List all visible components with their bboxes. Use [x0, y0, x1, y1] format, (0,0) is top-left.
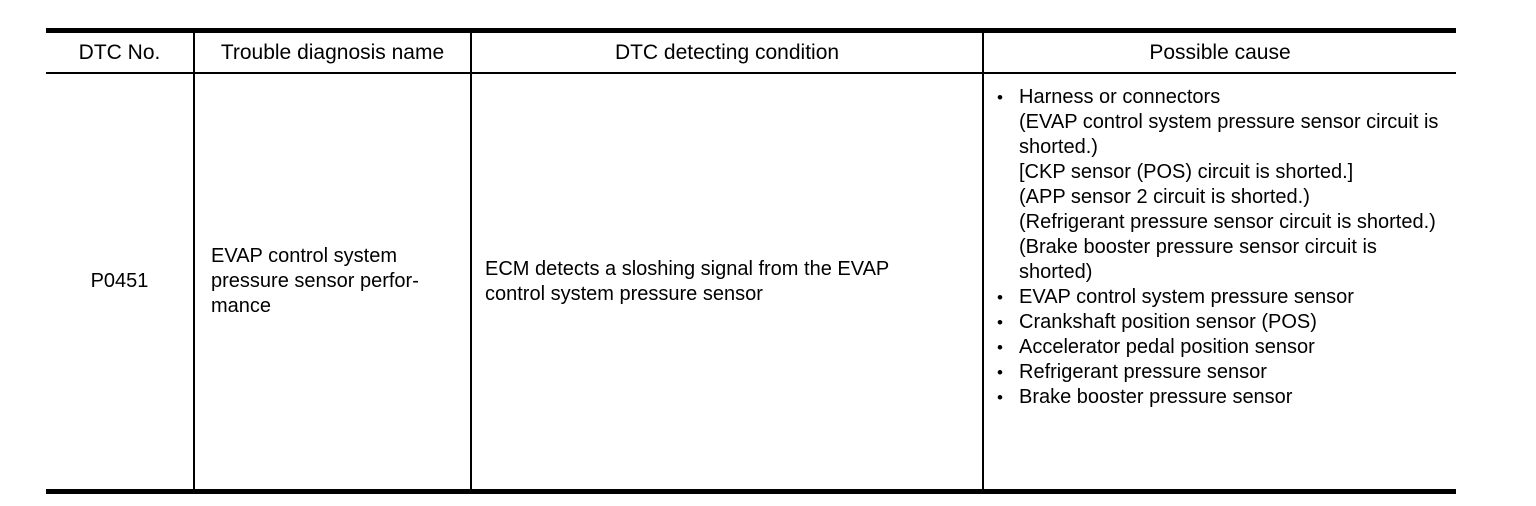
possible-cause-detail: (Refrigerant pressure sensor circuit is …	[1019, 211, 1436, 233]
possible-cause-item: • Brake booster pressure sensor	[994, 385, 1448, 410]
cell-trouble-diagnosis-name: EVAP control system pressure sensor perf…	[193, 74, 470, 489]
possible-cause-text: Accelerator pedal position sensor	[1019, 335, 1448, 360]
possible-cause-detail: (Brake booster pressure sensor circuit i…	[1019, 236, 1377, 283]
dtc-table-header-row: DTC No. Trouble diagnosis name DTC detec…	[46, 33, 1456, 74]
cell-dtc-no: P0451	[90, 270, 149, 292]
header-trouble-diagnosis-name: Trouble diagnosis name	[193, 33, 470, 72]
possible-cause-text: EVAP control system pressure sensor	[1019, 285, 1448, 310]
possible-cause-detail: [CKP sensor (POS) circuit is shorted.]	[1019, 161, 1354, 183]
possible-cause-label: Harness or connectors	[1019, 86, 1221, 108]
dtc-table: DTC No. Trouble diagnosis name DTC detec…	[46, 28, 1456, 494]
header-dtc-detecting-condition: DTC detecting condition	[470, 33, 982, 72]
bullet-icon: •	[997, 288, 1003, 307]
header-dtc-no: DTC No.	[78, 41, 161, 64]
possible-cause-label: EVAP control system pressure sensor	[1019, 286, 1354, 308]
possible-cause-item: • Accelerator pedal position sensor	[994, 335, 1448, 360]
bullet-icon: •	[997, 313, 1003, 332]
possible-cause-list: • Harness or connectors (EVAP control syst…	[994, 85, 1448, 410]
possible-cause-detail: (APP sensor 2 circuit is shorted.)	[1019, 186, 1310, 208]
bullet-icon: •	[997, 388, 1003, 407]
possible-cause-text: Brake booster pressure sensor	[1019, 385, 1448, 410]
possible-cause-text: Refrigerant pressure sensor	[1019, 360, 1448, 385]
possible-cause-text: Crankshaft position sensor (POS)	[1019, 310, 1448, 335]
possible-cause-label: Refrigerant pressure sensor	[1019, 361, 1267, 383]
cell-dtc-detecting-condition: ECM detects a sloshing signal from the E…	[470, 74, 982, 489]
possible-cause-label: Accelerator pedal position sensor	[1019, 336, 1315, 358]
possible-cause-label: Crankshaft position sensor (POS)	[1019, 311, 1317, 333]
bullet-icon: •	[997, 88, 1003, 107]
possible-cause-label: Brake booster pressure sensor	[1019, 386, 1293, 408]
possible-cause-item: • Refrigerant pressure sensor	[994, 360, 1448, 385]
possible-cause-item: • Harness or connectors (EVAP control syst…	[994, 85, 1448, 285]
possible-cause-text: Harness or connectors (EVAP control syste…	[1019, 85, 1448, 285]
possible-cause-detail: (EVAP control system pressure sensor cir…	[1019, 111, 1439, 158]
bullet-icon: •	[997, 338, 1003, 357]
dtc-table-data-row: P0451 EVAP control system pressure senso…	[46, 74, 1456, 489]
header-possible-cause: Possible cause	[982, 33, 1456, 72]
bullet-icon: •	[997, 363, 1003, 382]
cell-possible-cause: • Harness or connectors (EVAP control syst…	[982, 74, 1456, 489]
possible-cause-item: • Crankshaft position sensor (POS)	[994, 310, 1448, 335]
possible-cause-item: • EVAP control system pressure sensor	[994, 285, 1448, 310]
